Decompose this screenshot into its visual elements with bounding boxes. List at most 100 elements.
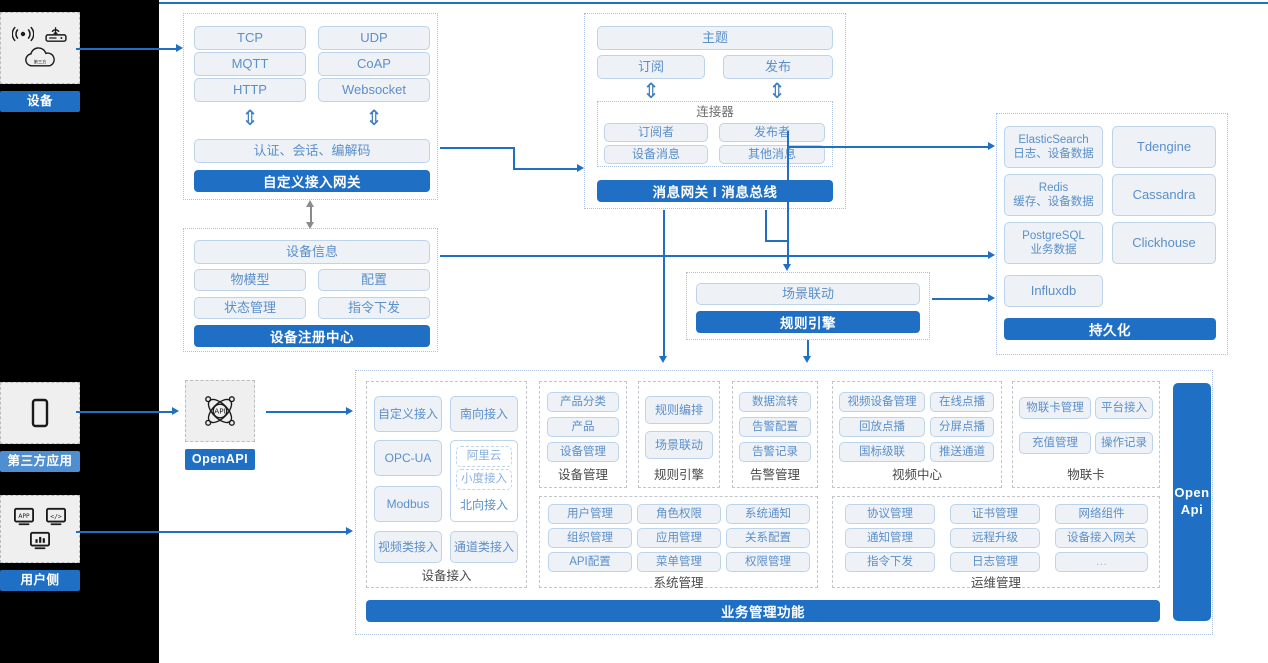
protocol-mgmt-box[interactable]: 协议管理 [845,504,935,524]
custom-access-gateway-bar[interactable]: 自定义接入网关 [194,170,430,192]
notice-mgmt-box[interactable]: 通知管理 [845,528,935,548]
user-mgmt-box[interactable]: 用户管理 [548,504,632,524]
registry-to-persistence-line [440,255,988,257]
data-flow-box[interactable]: 数据流转 [739,392,811,412]
cert-mgmt-box[interactable]: 证书管理 [950,504,1040,524]
cassandra-box[interactable]: Cassandra [1112,174,1216,216]
opcua-box[interactable]: OPC-UA [374,440,442,476]
device-management-box[interactable]: 设备管理 [547,442,619,462]
device-access-gw-box[interactable]: 设备接入网关 [1055,528,1148,548]
userside-to-business-arrow [346,527,353,535]
protocol-tcp[interactable]: TCP [194,26,306,50]
protocol-http[interactable]: HTTP [194,78,306,102]
protocol-websocket[interactable]: Websocket [318,78,430,102]
svg-text:APP: APP [18,514,30,520]
video-access-box[interactable]: 视频类接入 [374,531,442,563]
updown-arrow-publish: ⇕ [768,79,786,103]
subscribe-box[interactable]: 订阅 [597,55,705,79]
protocol-mqtt[interactable]: MQTT [194,52,306,76]
msgbus-to-business-arrow [659,356,667,363]
channel-access-box[interactable]: 通道类接入 [450,531,518,563]
platform-access-box[interactable]: 平台接入 [1095,397,1153,419]
redis-box[interactable]: Redis 缓存、设备数据 [1004,174,1103,216]
open-api-vertical-bar[interactable]: Open Api [1173,383,1211,621]
actor-user-side: APP </> 用户侧 [0,495,80,591]
role-perm-box[interactable]: 角色权限 [637,504,721,524]
api-config-box[interactable]: API配置 [548,552,632,572]
cloud-icon: 第三方 [25,47,55,67]
config-box[interactable]: 配置 [318,269,430,291]
rule-engine-bar[interactable]: 规则引擎 [696,311,920,333]
top-divider [159,2,1268,4]
device-to-gateway-arrow [176,44,183,52]
xiaodu-access-box[interactable]: 小度接入 [456,469,512,490]
product-category-box[interactable]: 产品分类 [547,392,619,412]
device-registry-bar[interactable]: 设备注册中心 [194,325,430,347]
rule-to-persistence-arrow [988,294,995,302]
msgbus-to-es-arrow [988,142,995,150]
more-box[interactable]: … [1055,552,1148,572]
log-mgmt-box[interactable]: 日志管理 [950,552,1040,572]
push-channel-box[interactable]: 推送通道 [930,442,994,462]
rule-orchestration-box[interactable]: 规则编排 [645,396,713,424]
operation-record-box[interactable]: 操作记录 [1095,432,1153,454]
system-notice-box[interactable]: 系统通知 [726,504,810,524]
publish-box[interactable]: 发布 [723,55,833,79]
split-screen-vod-box[interactable]: 分屏点播 [930,417,994,437]
gateway-to-msg-arrow [577,164,584,172]
router-icon [45,27,67,42]
scene-linkage-box[interactable]: 场景联动 [696,283,920,305]
playback-vod-box[interactable]: 回放点播 [839,417,925,437]
product-box[interactable]: 产品 [547,417,619,437]
postgresql-box[interactable]: PostgreSQL 业务数据 [1004,222,1103,264]
recharge-mgmt-box[interactable]: 充值管理 [1019,432,1091,454]
gb-cascade-box[interactable]: 国标级联 [839,442,925,462]
updown-arrow-right: ⇕ [365,106,383,130]
device-info-box[interactable]: 设备信息 [194,240,430,264]
openapi-label: OpenAPI [185,449,255,470]
south-access-box[interactable]: 南向接入 [450,396,518,432]
protocol-coap[interactable]: CoAP [318,52,430,76]
alarm-record-box[interactable]: 告警记录 [739,442,811,462]
message-gateway-bar[interactable]: 消息网关 l 消息总线 [597,180,833,202]
auth-session-codec[interactable]: 认证、会话、编解码 [194,139,430,163]
thing-model-box[interactable]: 物模型 [194,269,306,291]
command-dispatch-obox[interactable]: 指令下发 [845,552,935,572]
network-comp-box[interactable]: 网络组件 [1055,504,1148,524]
tdengine-box[interactable]: Tdengine [1112,126,1216,168]
menu-mgmt-box[interactable]: 菜单管理 [637,552,721,572]
topic-box[interactable]: 主题 [597,26,833,50]
ops-management-caption: 运维管理 [970,576,1021,590]
org-mgmt-box[interactable]: 组织管理 [548,528,632,548]
online-vod-box[interactable]: 在线点播 [930,392,994,412]
code-screen-icon: </> [46,507,66,526]
influxdb-box[interactable]: Influxdb [1004,275,1103,307]
aliyun-box[interactable]: 阿里云 [456,446,512,467]
msgbus-es-top-h [787,146,988,148]
clickhouse-box[interactable]: Clickhouse [1112,222,1216,264]
custom-access-box[interactable]: 自定义接入 [374,396,442,432]
state-management-box[interactable]: 状态管理 [194,297,306,319]
relation-config-box[interactable]: 关系配置 [726,528,810,548]
connector-publisher[interactable]: 发布者 [719,123,825,142]
app-mgmt-box[interactable]: 应用管理 [637,528,721,548]
elasticsearch-box[interactable]: ElasticSearch 日志、设备数据 [1004,126,1103,168]
connector-device-msg[interactable]: 设备消息 [604,145,708,164]
protocol-udp[interactable]: UDP [318,26,430,50]
iot-card-mgmt-box[interactable]: 物联卡管理 [1019,397,1091,419]
connector-other-msg[interactable]: 其他消息 [719,145,825,164]
msgbus-to-es-h [765,240,789,242]
business-function-bar[interactable]: 业务管理功能 [366,600,1160,622]
signal-icon [12,26,34,42]
scene-linkage-bbox[interactable]: 场景联动 [645,431,713,459]
command-dispatch-box[interactable]: 指令下发 [318,297,430,319]
connector-subscriber[interactable]: 订阅者 [604,123,708,142]
openapi-to-business-line [266,411,346,413]
perm-mgmt-box[interactable]: 权限管理 [726,552,810,572]
video-device-mgmt-box[interactable]: 视频设备管理 [839,392,925,412]
alarm-config-box[interactable]: 告警配置 [739,417,811,437]
alarm-management-caption: 告警管理 [749,468,800,482]
remote-upgrade-box[interactable]: 远程升级 [950,528,1040,548]
modbus-box[interactable]: Modbus [374,486,442,522]
persistence-bar[interactable]: 持久化 [1004,318,1216,340]
